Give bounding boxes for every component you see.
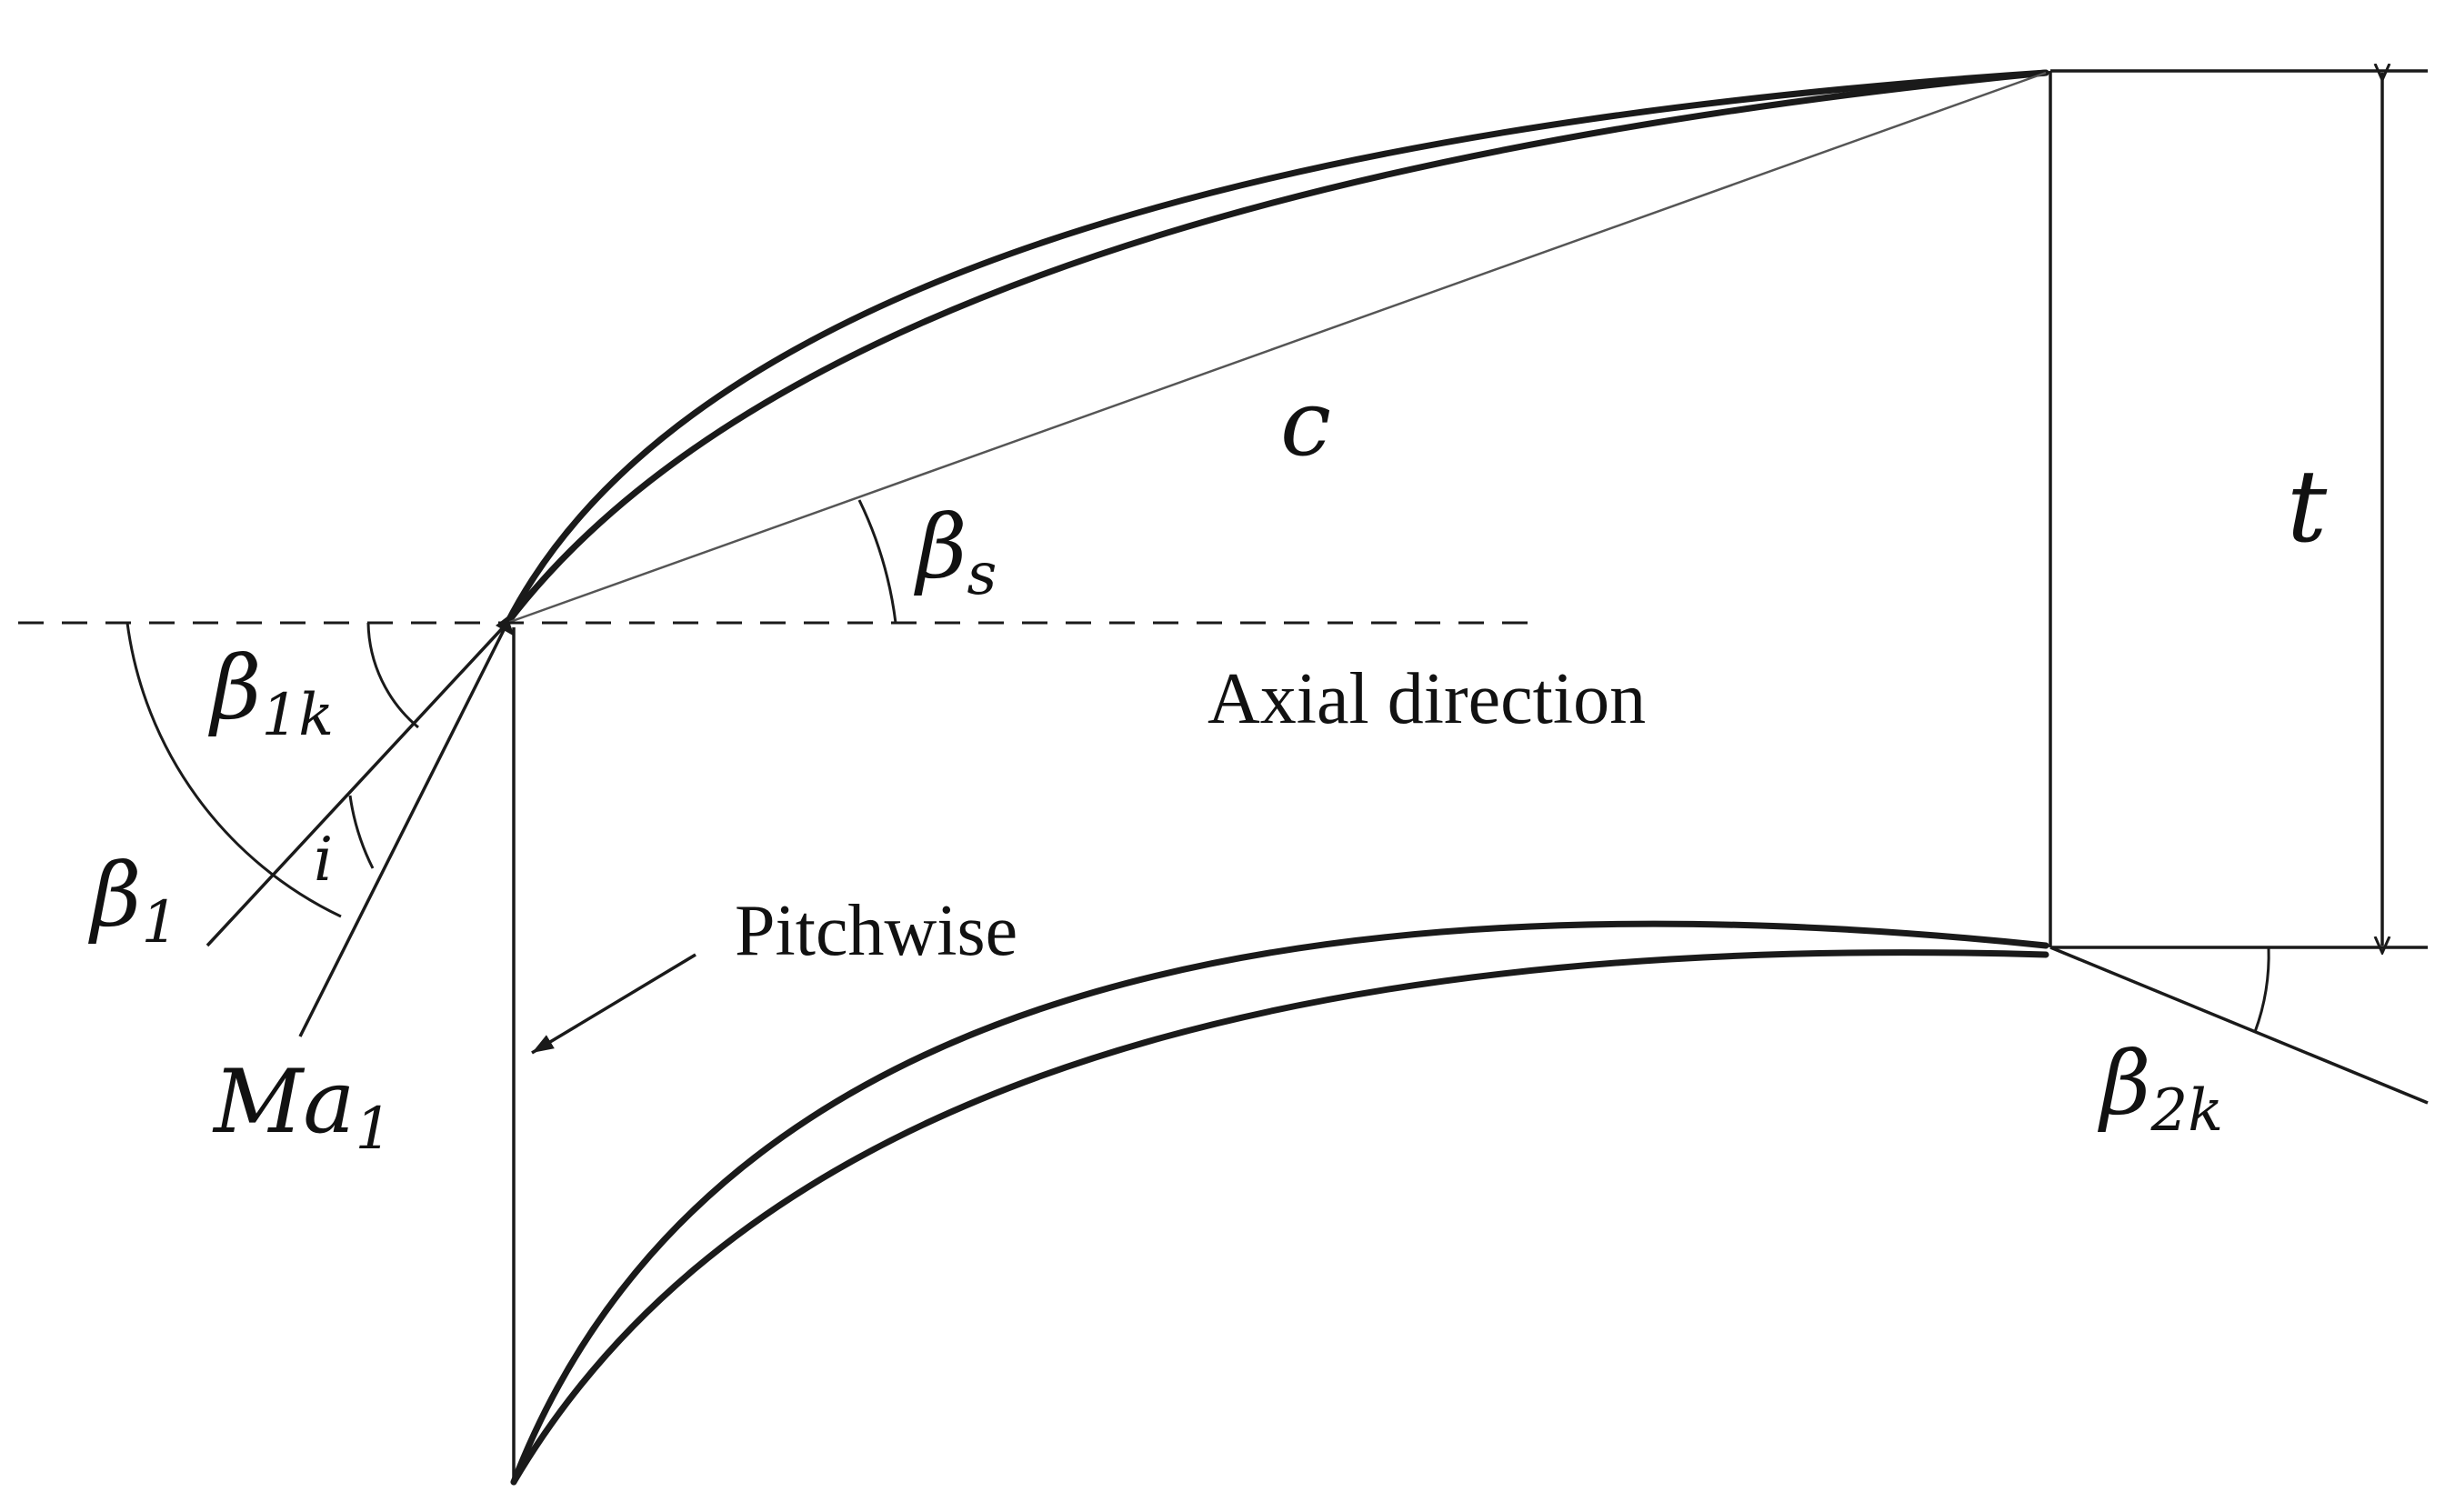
chord-label: c	[1280, 370, 1331, 476]
stagger-angle-label: βs	[914, 496, 997, 608]
chord-line	[506, 71, 2047, 625]
inlet-flow-angle-arc	[125, 622, 342, 918]
incidence-arc	[348, 795, 375, 869]
inlet-blade-angle-arc	[366, 622, 419, 729]
outlet-angle-line	[2049, 946, 2429, 1105]
inlet-flow-angle-label: β1	[88, 845, 178, 956]
inlet-mach-line	[298, 622, 509, 1037]
pitch-label: t	[2287, 448, 2328, 565]
leading-edge-tip	[496, 616, 515, 636]
outlet-blade-angle-arc	[2253, 946, 2270, 1033]
upper-blade-pressure-surface	[504, 69, 2049, 626]
upper-blade-suction-surface	[504, 69, 2049, 626]
inlet-flow-angle-line	[205, 621, 509, 947]
axial-direction-label: Axial direction	[1207, 659, 1646, 739]
stagger-angle-arc	[857, 499, 897, 624]
incidence-label: i	[314, 825, 333, 895]
pitchwise-arrow	[531, 953, 696, 1055]
lower-blade-suction-surface	[510, 920, 2049, 1486]
lower-blade-pressure-surface	[510, 949, 2049, 1486]
inlet-mach-label: Ma1	[212, 1051, 392, 1163]
outlet-blade-angle-label: β2k	[2098, 1033, 2223, 1145]
pitchwise-label: Pitchwise	[735, 891, 1017, 971]
inlet-blade-angle-label: β1k	[208, 637, 334, 749]
